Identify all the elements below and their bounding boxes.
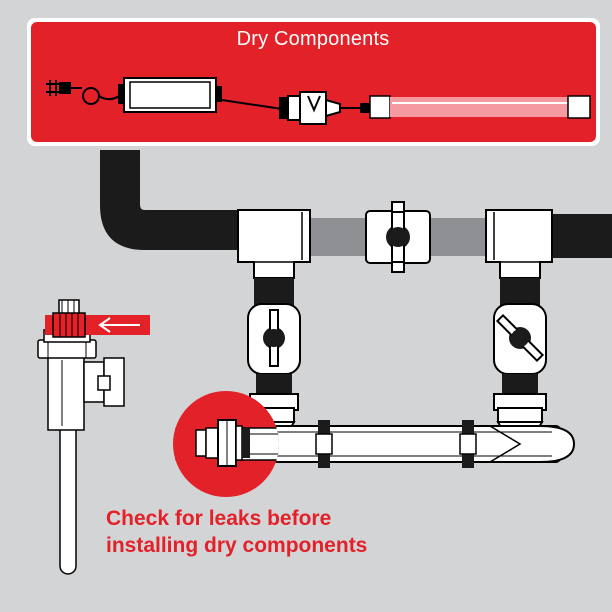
lamp-chamber-side-view: [37, 299, 125, 575]
flow-direction-band: [45, 312, 150, 338]
left-valve: [247, 303, 301, 375]
caption-line-1: Check for leaks before: [106, 507, 332, 530]
lamp-connector: [279, 91, 341, 125]
right-nipple: [502, 374, 538, 396]
left-tee-fitting: [237, 209, 311, 279]
compression-nut: [195, 419, 250, 467]
leak-check-highlight: [173, 391, 279, 497]
power-supply-box: [118, 77, 222, 113]
left-drop-pipe: [254, 278, 294, 306]
uv-lamp: [360, 95, 591, 119]
right-tee-fitting: [485, 209, 553, 279]
power-cable: [221, 99, 283, 110]
leak-check-caption: Check for leaks before installing dry co…: [106, 505, 367, 559]
left-arrow-icon: [98, 317, 140, 333]
right-valve: [493, 303, 547, 375]
inlet-pipe: [100, 150, 240, 250]
panel-title: Dry Components: [236, 28, 390, 50]
outlet-pipe: [548, 214, 612, 258]
right-drop-pipe: [500, 278, 540, 306]
caption-line-2: installing dry components: [106, 534, 368, 557]
left-nipple: [256, 374, 292, 396]
bypass-valve: [365, 201, 431, 273]
plug-icon: [46, 80, 125, 105]
